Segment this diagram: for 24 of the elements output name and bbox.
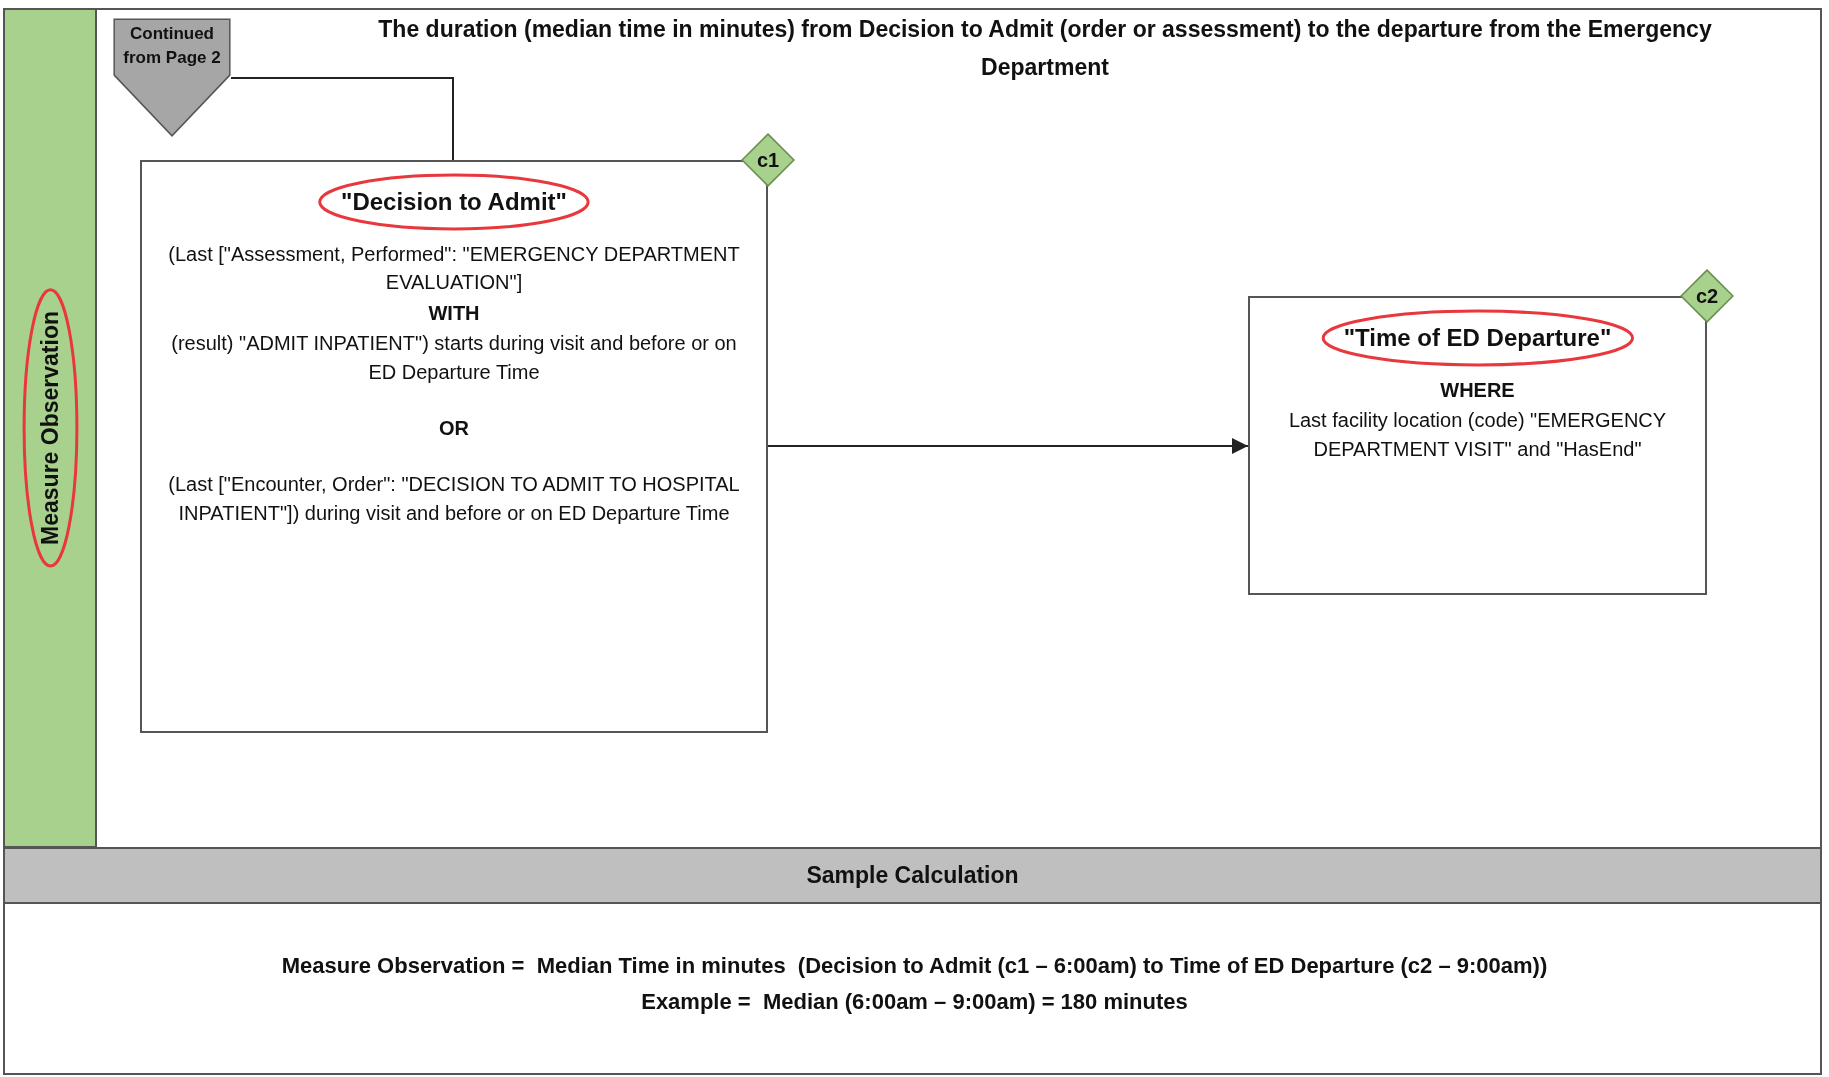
marker-label: c2 — [1695, 284, 1719, 308]
diamond-marker — [741, 133, 795, 187]
diamond-marker — [1680, 269, 1734, 323]
keyword-text: WITH — [428, 300, 480, 326]
connector-line — [230, 77, 454, 161]
keyword-text: WHERE — [1440, 378, 1515, 403]
formula-text: Measure Observation = Median Time in minutes (Decision to Admit (c1 – 6:00am) to Time of ED Departure (c2 – 9:00am)) — [280, 952, 1549, 980]
box-heading: "Decision to Admit" — [341, 188, 567, 215]
section-heading: Sample Calculation — [806, 862, 1019, 889]
connector-text: Continued from Page 2 — [122, 23, 222, 69]
arrow — [767, 438, 1249, 454]
diagram-title: The duration (median time in minutes) from Decision to Admit (order or assessment) to the departure from the Emergency Department — [377, 15, 1713, 82]
condition-text: (Last ["Encounter, Order": "DECISION TO ADMIT TO HOSPITAL INPATIENT"]) during visit and before or on ED Departure Time — [167, 472, 741, 526]
keyword-text: OR — [439, 415, 469, 441]
box-heading: "Time of ED Departure" — [1343, 324, 1612, 351]
condition-text: (result) "ADMIT INPATIENT") starts during visit and before or on ED Departure Time — [170, 331, 738, 385]
section-band — [3, 847, 1822, 904]
marker-label: c1 — [756, 148, 780, 172]
condition-text: Last facility location (code) "EMERGENCY DEPARTMENT VISIT" and "HasEnd" — [1287, 408, 1668, 462]
formula-text: Example = Median (6:00am – 9:00am) = 180 minutes — [640, 988, 1189, 1016]
off-page-connector — [113, 18, 231, 137]
swimlane-band — [3, 8, 97, 848]
condition-text: (Last ["Assessment, Performed": "EMERGENCY DEPARTMENT EVALUATION"] — [167, 242, 741, 296]
lane-label: Measure Observation — [36, 311, 63, 545]
